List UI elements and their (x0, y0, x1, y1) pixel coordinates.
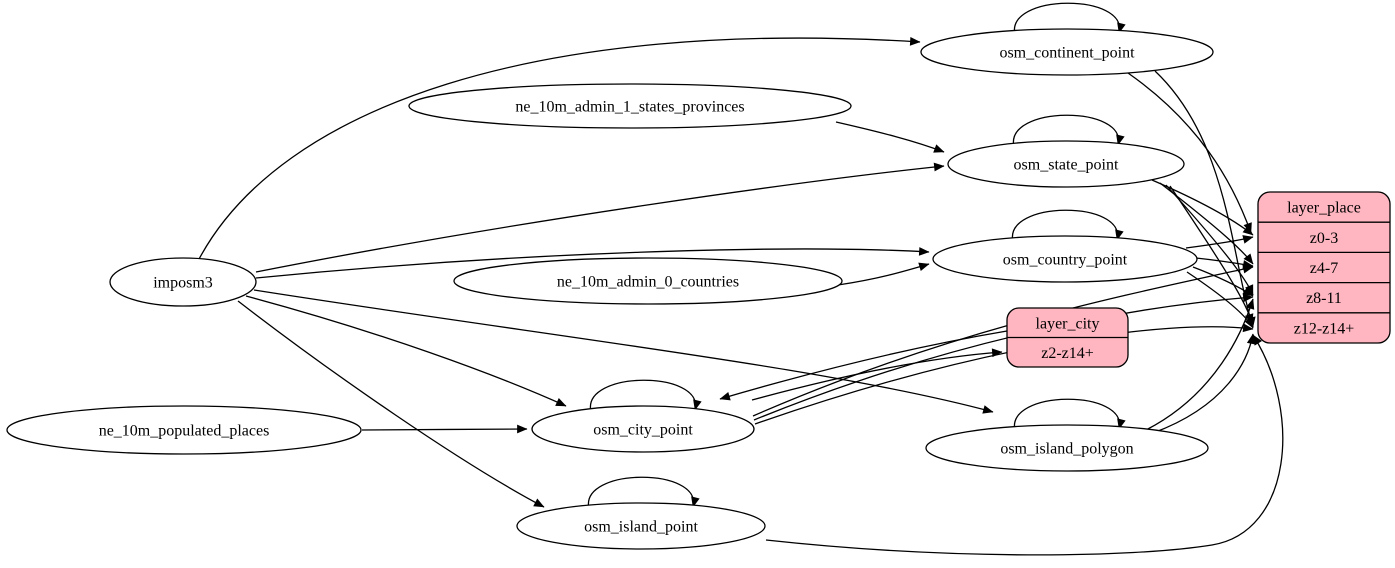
node-osm_city_point: osm_city_point (531, 379, 755, 453)
label-ne_10m_admin_1_states_provinces: ne_10m_admin_1_states_provinces (515, 99, 744, 116)
edge-imposm3-to-osm_state_point (255, 162, 945, 273)
edge-osm_state_point-to-layer_place:z0-3 (1151, 179, 1254, 236)
edge-ne_10m_populated_places-to-osm_city_point (361, 424, 528, 434)
node-ne_10m_admin_0_countries: ne_10m_admin_0_countries (453, 257, 843, 305)
record-row-layer_place-z8-11: z8-11 (1306, 290, 1342, 307)
edge-osm_island_polygon-to-layer_place:z12-z14+ (1152, 333, 1256, 434)
self-loop-osm_island_polygon (1014, 398, 1126, 432)
ellipse-ne_10m_admin_1_states_provinces (408, 83, 852, 129)
record-row-layer_place-z0-3: z0-3 (1310, 230, 1338, 247)
record-box-layer_place (1257, 191, 1391, 344)
edge-osm_country_point-to-layer_place:z4-7 (1195, 257, 1254, 269)
node-imposm3: imposm3 (109, 257, 257, 307)
label-osm_city_point: osm_city_point (593, 422, 693, 439)
edge-imposm3-to-osm_continent_point (197, 37, 921, 262)
self-loop-osm_city_point (590, 379, 702, 413)
record-row-layer_place-z12-z14+: z12-z14+ (1294, 320, 1355, 337)
record-title-layer_city: layer_city (1036, 315, 1100, 332)
edge-osm_continent_point-to-layer_place:z0-3 (1127, 72, 1252, 234)
edge-imposm3-to-osm_island_polygon (253, 289, 994, 414)
edge-osm_city_point-to-layer_city:z2-z14+ (751, 348, 1003, 401)
ellipse-osm_island_polygon (925, 424, 1209, 472)
node-osm_state_point: osm_state_point (947, 114, 1185, 188)
edge-osm_country_point-to-layer_place:z0-3 (1185, 235, 1254, 249)
edge-ne_10m_admin_1_states_provinces-to-osm_state_point (835, 121, 945, 153)
edge-osm_city_point-to-layer_place:z8-11 (753, 293, 1254, 421)
edge-ne_10m_admin_0_countries-to-osm_country_point (837, 262, 930, 286)
ellipse-imposm3 (109, 257, 257, 307)
self-loop-osm_state_point (1013, 114, 1125, 148)
edge-osm_island_polygon-to-layer_place:z8-11 (1145, 298, 1255, 431)
edge-osm_island_point-to-layer_place:z12-z14+ (765, 334, 1284, 556)
self-loop-osm_island_point (588, 476, 700, 510)
record-row-layer_place-z4-7: z4-7 (1310, 260, 1338, 277)
node-layer_city: layer_city z2-z14+ (1006, 307, 1129, 368)
edge-osm_state_point-to-layer_place:z4-7 (1159, 182, 1254, 265)
node-layer_place: layer_place z0-3 z4-7 z8-11 z12-z14+ (1257, 191, 1391, 344)
self-loop-osm_continent_point (1014, 2, 1126, 36)
node-osm_island_point: osm_island_point (516, 476, 766, 550)
label-ne_10m_populated_places: ne_10m_populated_places (99, 423, 270, 440)
edge-imposm3-to-osm_island_point (237, 300, 545, 508)
ellipse-osm_state_point (947, 140, 1185, 188)
ellipse-osm_continent_point (920, 28, 1214, 76)
label-osm_continent_point: osm_continent_point (999, 45, 1135, 62)
record-title-layer_place: layer_place (1287, 200, 1361, 217)
node-osm_continent_point: osm_continent_point (920, 2, 1214, 76)
node-osm_island_polygon: osm_island_polygon (925, 398, 1209, 472)
edge-imposm3-to-osm_country_point (255, 247, 930, 279)
record-row-layer_city-z2-z14+: z2-z14+ (1041, 345, 1094, 362)
edge-imposm3-to-osm_city_point (245, 295, 567, 407)
label-osm_island_polygon: osm_island_polygon (1000, 441, 1133, 458)
label-osm_island_point: osm_island_point (584, 519, 698, 536)
node-osm_country_point: osm_country_point (932, 209, 1198, 283)
node-ne_10m_populated_places: ne_10m_populated_places (6, 405, 362, 455)
node-ne_10m_admin_1_states_provinces: ne_10m_admin_1_states_provinces (408, 83, 852, 129)
ellipse-osm_country_point (932, 235, 1198, 283)
ellipse-osm_island_point (516, 502, 766, 550)
nodes-layer: imposm3 ne_10m_admin_1_states_provincesne… (6, 2, 1391, 550)
label-imposm3: imposm3 (153, 275, 213, 292)
label-osm_state_point: osm_state_point (1014, 157, 1119, 174)
label-osm_country_point: osm_country_point (1003, 252, 1128, 269)
ellipse-osm_city_point (531, 405, 755, 453)
edges-layer (197, 37, 1284, 556)
ellipse-ne_10m_populated_places (6, 405, 362, 455)
ellipse-ne_10m_admin_0_countries (453, 257, 843, 305)
label-ne_10m_admin_0_countries: ne_10m_admin_0_countries (557, 274, 739, 291)
self-loop-osm_country_point (1012, 209, 1124, 243)
